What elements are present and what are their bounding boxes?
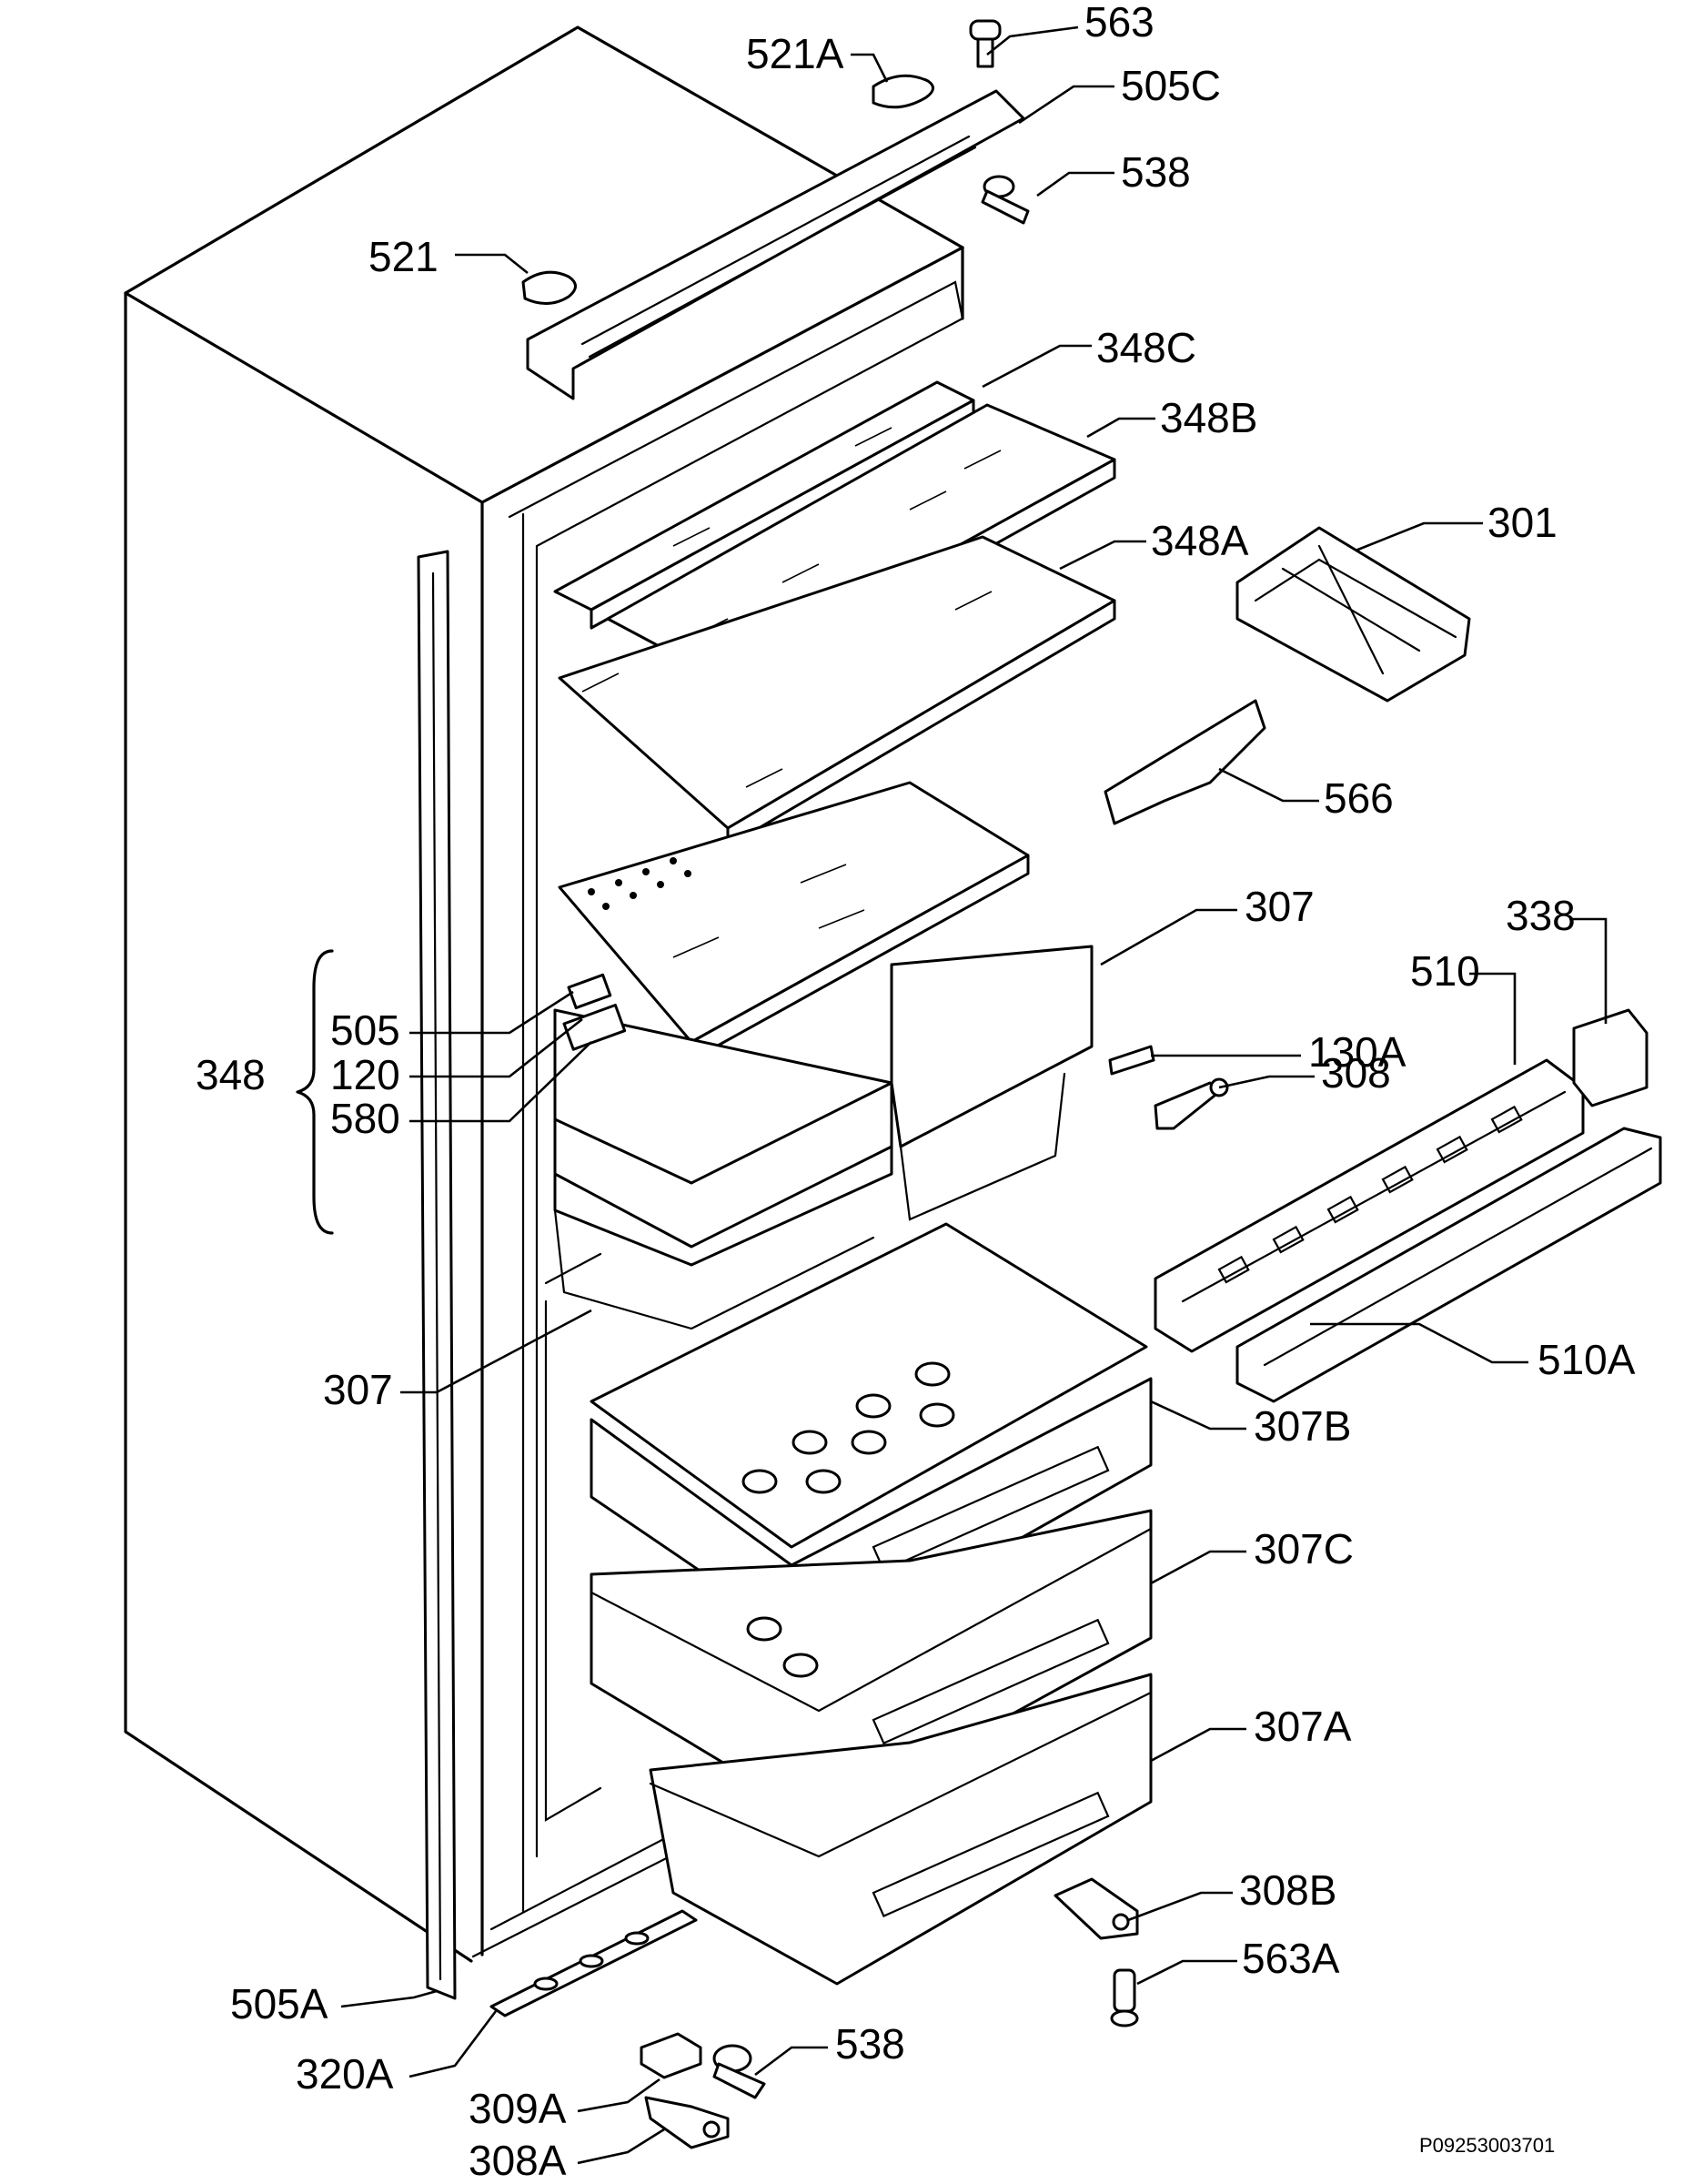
group-brace-348 <box>296 949 334 1235</box>
part-308 <box>1154 1077 1229 1130</box>
label-307-mid: 307 <box>323 1366 393 1413</box>
label-308: 308 <box>1321 1049 1391 1097</box>
ice-scoop <box>1104 699 1266 825</box>
label-307c: 307C <box>1254 1525 1354 1572</box>
hinge-308b <box>1054 1877 1139 1940</box>
label-348: 348 <box>196 1051 266 1098</box>
label-538-top: 538 <box>1121 148 1191 196</box>
label-348a: 348A <box>1151 517 1249 564</box>
top-rail <box>526 89 1025 400</box>
cover-309a <box>640 2032 702 2079</box>
label-338: 338 <box>1506 892 1576 939</box>
label-320a: 320A <box>296 2050 394 2098</box>
label-538-bottom: 538 <box>835 2020 905 2068</box>
label-307-top: 307 <box>1245 883 1315 930</box>
pin-563a <box>1110 1968 1139 2027</box>
door-seal-strip <box>417 550 457 2000</box>
glass-shelf-crisper-cover <box>558 781 1030 1062</box>
label-563a: 563A <box>1242 1935 1340 1982</box>
part-labels: 563 521A 505C 538 521 348C 348B 348A 301… <box>196 0 1636 2184</box>
label-308b: 308B <box>1239 1866 1336 1914</box>
label-308a: 308A <box>469 2137 567 2184</box>
label-521: 521 <box>368 233 439 280</box>
door-bin-slots <box>1217 1105 1523 1284</box>
label-510a: 510A <box>1538 1336 1636 1383</box>
part-130a <box>1108 1045 1155 1076</box>
hinge-pin-563 <box>969 19 1002 68</box>
freezer-drawer-307a <box>649 1673 1153 1986</box>
crisper-drawer-right <box>890 945 1094 1221</box>
freezer-drawer-307c <box>590 1509 1153 1822</box>
label-309a: 309A <box>469 2085 567 2132</box>
label-120: 120 <box>330 1051 400 1098</box>
thermostat-parts-120-580 <box>562 973 627 1051</box>
ice-cube-tray <box>1235 526 1471 703</box>
reference-code: P09253003701 <box>1419 2134 1555 2157</box>
hinge-538-bottom <box>712 2044 766 2099</box>
label-307a: 307A <box>1254 1703 1352 1750</box>
label-580: 580 <box>330 1095 400 1142</box>
vent-holes <box>588 857 691 910</box>
label-563: 563 <box>1084 0 1154 46</box>
hinge-308a <box>644 2096 730 2149</box>
cabinet-body <box>124 25 964 1963</box>
label-348c: 348C <box>1096 324 1196 371</box>
label-348b: 348B <box>1160 394 1257 441</box>
label-505c: 505C <box>1121 62 1221 109</box>
glass-shelf-348a <box>558 535 1116 848</box>
door-end-cap-338 <box>1572 1008 1649 1107</box>
hinge-538-top <box>981 175 1030 225</box>
crisper-drawer-left <box>553 1008 893 1330</box>
label-505a: 505A <box>230 1980 328 2027</box>
label-521a: 521A <box>746 30 844 77</box>
label-307b: 307B <box>1254 1402 1351 1450</box>
hinge-plate-320a <box>489 1909 698 2017</box>
hinge-cover-521 <box>521 270 577 305</box>
door-bar-510a <box>1235 1127 1662 1403</box>
label-301: 301 <box>1487 499 1558 546</box>
label-566: 566 <box>1324 774 1394 822</box>
hinge-cover-521a <box>872 74 934 109</box>
label-130a: 130A <box>1308 1028 1407 1076</box>
label-505: 505 <box>330 1006 400 1054</box>
label-510: 510 <box>1410 947 1480 995</box>
door-bin-510 <box>1154 1058 1585 1353</box>
leader-lines <box>340 25 1608 2165</box>
